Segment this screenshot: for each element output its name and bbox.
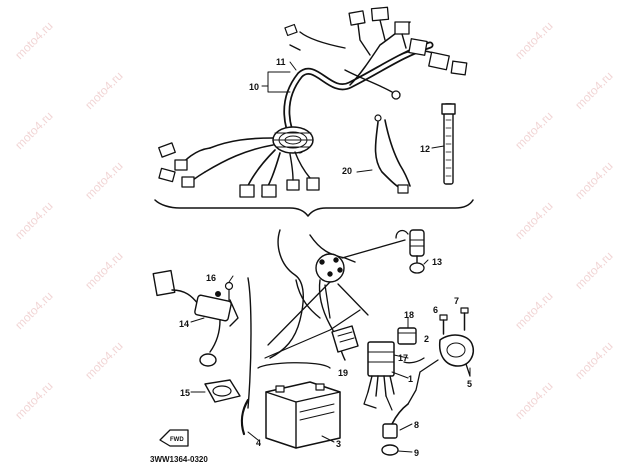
callout-11: 11 [276, 57, 286, 67]
callout-16: 16 [206, 273, 216, 283]
watermark-text: moto4.ru [572, 249, 615, 292]
part-19-cdi [331, 325, 359, 353]
callout-12: 12 [420, 144, 430, 154]
callout-2: 2 [424, 334, 429, 344]
leader-13 [341, 239, 406, 259]
frame-outline [264, 229, 361, 361]
watermark-text: moto4.ru [512, 379, 555, 422]
part-8-plug-cap [382, 403, 409, 439]
watermark-text: moto4.ru [512, 19, 555, 62]
part-7-bolt [460, 307, 469, 331]
part-9-plug [381, 444, 399, 456]
callout-leaders [190, 61, 471, 453]
watermark-text: moto4.ru [82, 69, 125, 112]
leader-2 [403, 357, 425, 364]
watermark-text: moto4.ru [12, 199, 55, 242]
watermark-text: moto4.ru [572, 69, 615, 112]
callout-8: 8 [414, 420, 419, 430]
callout-6: 6 [433, 305, 438, 315]
cable-tie [441, 103, 456, 185]
part-17-unit [363, 341, 395, 411]
watermark-text: moto4.ru [572, 159, 615, 202]
callout-20: 20 [342, 166, 352, 176]
harness-group-bracket [154, 199, 474, 217]
callout-9: 9 [414, 448, 419, 458]
watermark-text: moto4.ru [82, 249, 125, 292]
watermark-text: moto4.ru [12, 289, 55, 332]
part-18-relay [397, 327, 417, 345]
watermark-text: moto4.ru [82, 339, 125, 382]
wire-harness [158, 6, 468, 198]
callout-7: 7 [454, 296, 459, 306]
callout-15: 15 [180, 388, 190, 398]
callout-13: 13 [432, 257, 442, 267]
part-5-regulator [407, 334, 474, 405]
watermark-text: moto4.ru [82, 159, 125, 202]
left-group-bracket [247, 277, 252, 409]
callout-14: 14 [179, 319, 189, 329]
part-13-switch [395, 229, 425, 274]
callout-3: 3 [336, 439, 341, 449]
callout-5: 5 [467, 379, 472, 389]
callout-19: 19 [338, 368, 348, 378]
watermark-text: moto4.ru [512, 109, 555, 152]
watermark-layer: moto4.ru moto4.ru moto4.ru moto4.ru moto4.ru… [12, 19, 615, 422]
battery-group-bracket [257, 362, 331, 369]
watermark-text: moto4.ru [12, 109, 55, 152]
watermark-text: moto4.ru [572, 339, 615, 382]
watermark-text: moto4.ru [512, 289, 555, 332]
callout-17: 17 [398, 353, 408, 363]
callout-10: 10 [249, 82, 259, 92]
callout-4: 4 [256, 438, 261, 448]
leader-17 [337, 283, 369, 316]
part-code: 3WW1364-0320 [150, 455, 208, 464]
callout-18: 18 [404, 310, 414, 320]
leader-19 [324, 284, 331, 319]
leader-14 [267, 281, 331, 346]
part-3-battery [265, 381, 341, 449]
callout-numbers: 1 2 3 4 5 6 7 8 9 10 11 12 13 14 15 16 1… [179, 57, 472, 458]
watermark-text: moto4.ru [12, 19, 55, 62]
watermark-text: moto4.ru [12, 379, 55, 422]
lead-wire [374, 114, 411, 194]
forward-label: FWD [170, 437, 184, 443]
part-15-plate [204, 379, 241, 403]
callout-1: 1 [408, 374, 413, 384]
watermark-text: moto4.ru [512, 199, 555, 242]
part-4-band [240, 398, 250, 436]
forward-arrow-icon: FWD [159, 429, 189, 447]
part-6-bolt [439, 314, 448, 335]
part-14-relay [152, 269, 239, 367]
